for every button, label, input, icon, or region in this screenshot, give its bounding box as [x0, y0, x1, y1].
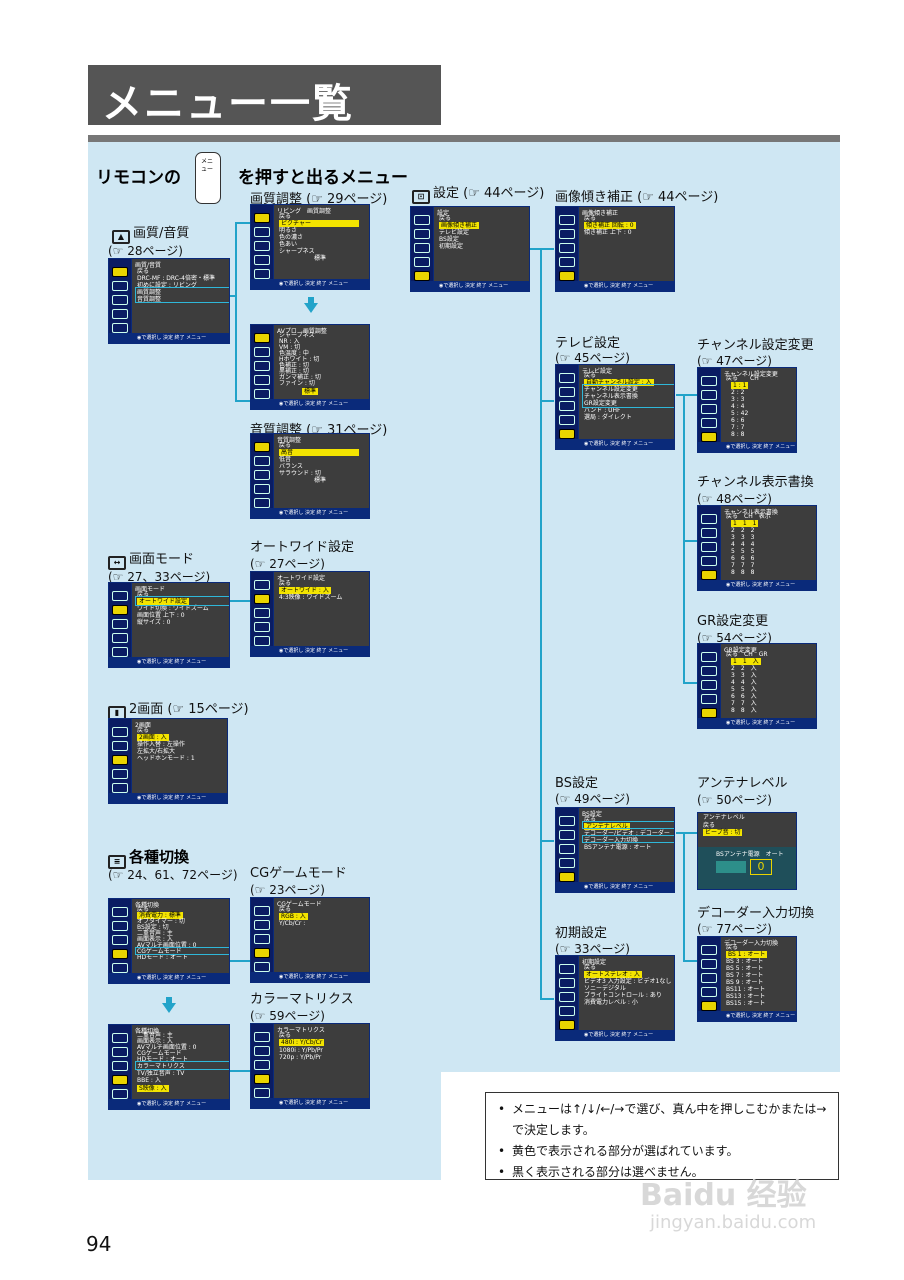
decoder-label: デコーダー入力切換 [697, 906, 815, 921]
pic-sound-screen: 画質/音質 戻る DRC-MF : DRC-4倍密・標準 初めに設定 : リビン… [108, 258, 230, 344]
down-arrow-icon [162, 997, 176, 1013]
decoder-screen: デコーダー入力切換 戻る BS 1 : オート BS 3 : オート BS 5 … [697, 936, 797, 1022]
page-title: メニュー一覧 [102, 81, 354, 127]
tilt-screen: 画像傾き補正 戻る 傾き補正 回転 : 0 傾き補正 上下 : 0 ◉で選択し … [555, 206, 675, 292]
antenna-screen: アンテナレベル 戻る ビーブ音 : 切 BSアンテナ電源 オート 0 [697, 812, 797, 890]
ch-disp-label: チャンネル表示書換 [697, 475, 814, 490]
connector [235, 400, 250, 402]
intro-suffix: を押すと出るメニュー [238, 168, 408, 188]
decoder-ref: (☞ 77ページ) [697, 922, 772, 936]
init-ref: (☞ 33ページ) [555, 942, 630, 956]
connector [540, 840, 554, 842]
connector [230, 295, 235, 297]
autowide-screen: オートワイド設定 戻る オートワイド : 入 4:3映像 : ワイドズーム ◉で… [250, 571, 370, 657]
gr-screen: GR設定変更 戻る CH GR 1 1 入 2 2 入 3 3 入 4 4 入 … [697, 643, 817, 729]
connector [683, 832, 685, 962]
bs-label: BS設定 [555, 776, 598, 791]
ch-change-screen: チャンネル設定変更 戻る CH 1 : 1 2 : 2 3 : 3 4 : 4 … [697, 367, 797, 453]
down-arrow-icon [304, 297, 318, 313]
connector [683, 394, 685, 684]
tv-screen: テレビ設定 戻る 自動チャンネル設定 : 入 チャンネル設定変更 チャンネル表示… [555, 364, 675, 450]
pic-adjust-label: 画質調整 (☞ 29ページ) [250, 192, 388, 207]
twin-screen: 2画面 戻る 2画面 : 入 操作入替 : 左操作 左拡大/右拡大 ヘッドホンモ… [108, 718, 228, 804]
screen-mode-label: ↔画面モード [108, 548, 194, 570]
intro-prefix: リモコンの [96, 168, 181, 188]
title-rule [88, 135, 840, 142]
ch-disp-ref: (☞ 48ページ) [697, 492, 772, 506]
pic-sound-ref: (☞ 28ページ) [108, 244, 183, 258]
usage-notes: メニューは↑/↓/←/→で選び、真ん中を押しこむかまたは→で決定します。 黄色で… [485, 1092, 839, 1183]
bs-screen: BS設定 戻る アンテナレベル デコーダー/ビデオ : デコーダー デコーダー入… [555, 807, 675, 893]
connector [683, 960, 697, 962]
autowide-label: オートワイド設定 [250, 540, 355, 555]
connector [683, 682, 697, 684]
connector [676, 832, 684, 834]
matrix-screen: カラーマトリクス 戻る 480i : Y/Cb/Cr 1080i : Y/Pb/… [250, 1023, 370, 1109]
twin-label: ▮2画面 (☞ 15ページ) [108, 698, 249, 720]
settings-screen: 設定 戻る 画像傾き補正 テレビ設定 BS設定 初期設定 ◉で選択し 決定 終了… [410, 206, 530, 292]
sound-adjust-screen: 音質調整 戻る 高音 低音 バランス サラウンド : 切 標準 ◉で選択し 決定… [250, 433, 370, 519]
tv-label: テレビ設定 [555, 336, 621, 351]
pic-sound-icon: ▲ [112, 230, 130, 244]
connector [676, 394, 684, 396]
settings-icon: ⊡ [412, 190, 430, 204]
tv-ref: (☞ 45ページ) [555, 351, 630, 365]
connector [530, 248, 542, 250]
settings-label: ⊡設定 (☞ 44ページ) [412, 182, 544, 204]
antenna-ref: (☞ 50ページ) [697, 793, 772, 807]
cg-screen: CGゲームモード 戻る RGB : 入 Y/Cb/Cr : ◉で選択し 決定 終… [250, 897, 370, 983]
page-number: 94 [86, 1232, 112, 1256]
note-item: 黄色で表示される部分が選ばれています。 [498, 1141, 828, 1162]
switch-screen-1: 各種切換 戻る 消費電力 : 標準 オフタイマー : 切 BS設定 : 切 二重… [108, 898, 230, 984]
bs-ref: (☞ 49ページ) [555, 792, 630, 806]
antenna-label: アンテナレベル [697, 776, 788, 791]
screen-mode-icon: ↔ [108, 556, 126, 570]
connector [235, 222, 237, 402]
connector [540, 998, 554, 1000]
connector [230, 600, 250, 602]
pic-sound-label: ▲画質/音質 [112, 222, 189, 244]
av-pro-screen: AVプロ 画質調整 シャープネス NR : 入 VM : 切 色温度 : 中 H… [250, 324, 370, 410]
connector [683, 832, 697, 834]
screen-mode-screen: 画面モード 戻る オートワイド設定 ワイド切換 : ワイドズーム 画面位置 上下… [108, 582, 230, 668]
init-label: 初期設定 [555, 926, 608, 941]
init-screen: 初期設定 戻る オートステレオ : 入 ビデオ3 入力設定 : ビデオ1なし ソ… [555, 955, 675, 1041]
cg-ref: (☞ 23ページ) [250, 883, 325, 897]
switch-screen-2: 各種切換 二重音声 : 主 画面表示 : 入 AVマルチ画面位置 : 0 CGゲ… [108, 1024, 230, 1110]
antenna-level-bar [716, 861, 746, 873]
tilt-label: 画像傾き補正 (☞ 44ページ) [555, 190, 719, 205]
switch-ref: (☞ 24、61、72ページ) [108, 868, 238, 882]
ch-change-ref: (☞ 47ページ) [697, 354, 772, 368]
note-item: 黒く表示される部分は選べません。 [498, 1162, 828, 1183]
ch-change-label: チャンネル設定変更 [697, 338, 814, 353]
connector [540, 248, 542, 1000]
switch-icon: ≡ [108, 855, 126, 869]
connector [230, 1070, 250, 1072]
watermark-url: jingyan.baidu.com [650, 1212, 817, 1233]
cg-label: CGゲームモード [250, 866, 347, 881]
gr-label: GR設定変更 [697, 614, 769, 629]
note-item: メニューは↑/↓/←/→で選び、真ん中を押しこむかまたは→で決定します。 [498, 1099, 828, 1141]
gr-ref: (☞ 54ページ) [697, 631, 772, 645]
connector [540, 248, 554, 250]
connector [230, 960, 250, 962]
page-title-box: メニュー一覧 [88, 65, 441, 127]
connector [235, 222, 250, 224]
pic-adjust-screen: リビング 画質調整 戻る ピクチャー 明るさ 色の濃さ 色あい シャープネス 標… [250, 204, 370, 290]
ch-disp-screen: チャンネル表示書換 戻る CH 表示 1 1 1 2 2 2 3 3 3 4 4… [697, 505, 817, 591]
remote-menu-button-icon: メニュー [195, 152, 221, 204]
connector [683, 540, 697, 542]
connector [540, 400, 554, 402]
switch-label: ≡各種切換 [108, 846, 189, 869]
screen-mode-ref: (☞ 27、33ページ) [108, 570, 211, 584]
antenna-level-value: 0 [750, 859, 772, 875]
matrix-label: カラーマトリクス [250, 992, 354, 1007]
matrix-ref: (☞ 59ページ) [250, 1009, 325, 1023]
connector [683, 394, 697, 396]
watermark-logo: Baidu 经验 [640, 1178, 807, 1213]
autowide-ref: (☞ 27ページ) [250, 557, 325, 571]
